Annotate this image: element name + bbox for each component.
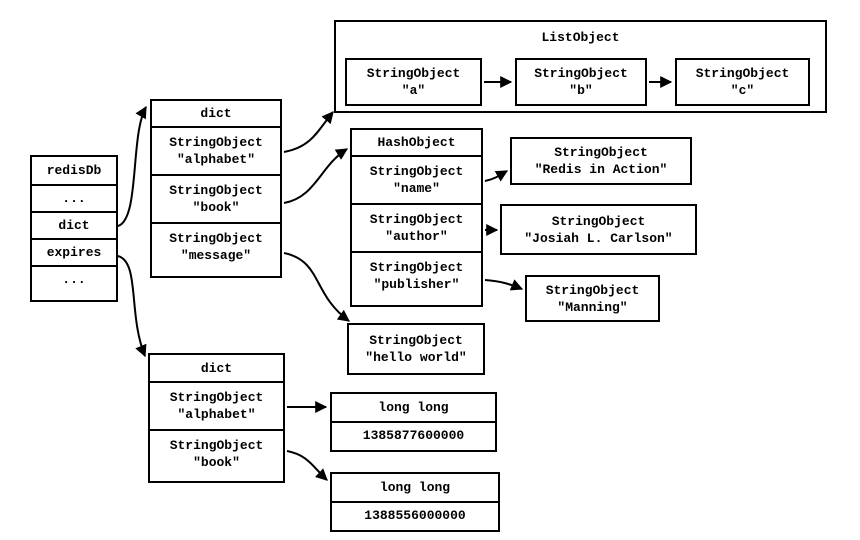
object-type: StringObject [369, 260, 464, 275]
object-type: StringObject [366, 66, 461, 81]
redisdb-cell-ellipsis-1: ... [32, 184, 116, 211]
value-hello-world: StringObject "hello world" [347, 323, 485, 375]
list-object-header: ListObject [541, 30, 620, 45]
keyspace-dict-key-alphabet: StringObject "alphabet" [152, 126, 280, 174]
object-type: StringObject [369, 164, 464, 179]
longlong-alphabet-expiry: long long 1385877600000 [330, 392, 497, 452]
keyspace-dict-header: dict [200, 106, 232, 121]
object-value: "publisher" [373, 277, 460, 292]
object-value: "alphabet" [177, 407, 256, 422]
hash-field-author: StringObject "author" [352, 203, 481, 251]
object-value: "book" [193, 455, 240, 470]
value-redis-in-action: StringObject "Redis in Action" [510, 137, 692, 185]
list-item-b: StringObject "b" [515, 58, 647, 106]
object-value: "a" [401, 83, 426, 98]
object-type: StringObject [169, 390, 264, 405]
expires-dict-key-book: StringObject "book" [150, 429, 283, 477]
object-type: StringObject [369, 333, 463, 348]
arrow-message-to-helloworld [283, 252, 350, 322]
object-value: "b" [569, 83, 593, 98]
arrow-dict-to-keyspace-dict [117, 105, 147, 227]
redisdb-cell-expires: expires [32, 238, 116, 265]
object-value: "c" [730, 83, 755, 98]
longlong-value: 1388556000000 [332, 501, 498, 528]
hash-field-publisher: StringObject "publisher" [352, 251, 481, 299]
redisdb-cell-dict: dict [32, 211, 116, 238]
hash-object-header: HashObject [377, 135, 456, 150]
object-value: "Manning" [557, 299, 628, 315]
object-value: "Redis in Action" [534, 162, 668, 177]
list-item-a: StringObject "a" [345, 58, 482, 106]
value-manning: StringObject "Manning" [525, 275, 660, 322]
longlong-header: long long [378, 400, 449, 415]
object-value: "book" [192, 200, 240, 215]
object-value: "alphabet" [176, 152, 255, 167]
object-value: "name" [393, 181, 440, 196]
object-type: StringObject [369, 212, 464, 227]
object-type: StringObject [695, 66, 790, 81]
keyspace-dict-key-message: StringObject "message" [152, 222, 280, 270]
arrow-book-to-hashobject [283, 148, 349, 204]
object-type: StringObject [551, 213, 646, 229]
expires-dict: dict StringObject "alphabet" StringObjec… [148, 353, 285, 483]
hash-field-name: StringObject "name" [352, 155, 481, 203]
redisdb-cell-title: redisDb [46, 163, 102, 178]
expires-dict-header: dict [200, 360, 233, 376]
object-value: "author" [385, 229, 448, 244]
value-josiah-carlson: StringObject "Josiah L. Carlson" [500, 204, 697, 255]
arrow-alphabet-to-listobject [283, 111, 334, 153]
object-type: StringObject [554, 145, 648, 160]
hash-object: HashObject StringObject "name" StringObj… [350, 128, 483, 307]
arrow-name-to-value [484, 170, 509, 182]
list-item-c: StringObject "c" [675, 58, 810, 106]
keyspace-dict: dict StringObject "alphabet" StringObjec… [150, 99, 282, 278]
arrow-expires-to-expires-dict [117, 255, 147, 358]
object-type: StringObject [545, 282, 640, 298]
keyspace-dict-key-book: StringObject "book" [152, 174, 280, 222]
expires-dict-key-alphabet: StringObject "alphabet" [150, 381, 283, 429]
object-value: "Josiah L. Carlson" [524, 230, 673, 246]
longlong-book-expiry: long long 1388556000000 [330, 472, 500, 532]
object-type: StringObject [169, 135, 263, 150]
object-type: StringObject [169, 231, 263, 246]
list-object: ListObject StringObject "a" StringObject… [334, 20, 827, 113]
longlong-header: long long [379, 480, 451, 495]
redisdb-cell-ellipsis-2: ... [32, 265, 116, 292]
arrow-publisher-to-value [484, 279, 524, 291]
longlong-value: 1385877600000 [332, 421, 495, 448]
object-type: StringObject [169, 438, 264, 453]
object-type: StringObject [534, 66, 628, 81]
object-value: "hello world" [365, 350, 467, 365]
redisdb-struct: redisDb ... dict expires ... [30, 155, 118, 302]
object-type: StringObject [169, 183, 263, 198]
arrow-exp-book-to-longlong [286, 450, 328, 481]
object-value: "message" [180, 248, 252, 263]
